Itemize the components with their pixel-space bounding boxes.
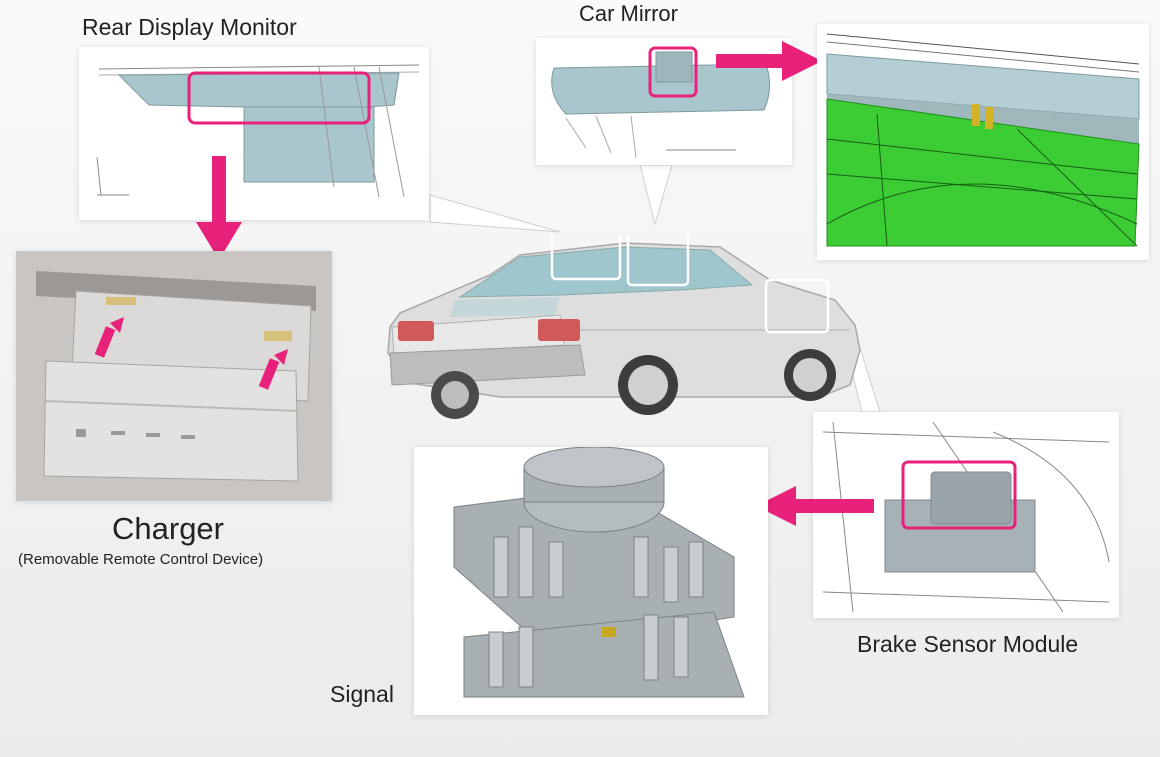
brake-sensor-module-label: Brake Sensor Module: [857, 631, 1079, 657]
arrow-icon: [716, 41, 822, 81]
signal-label: Signal: [330, 681, 394, 707]
car-mirror-label: Car Mirror: [579, 1, 678, 26]
charger-panel: [16, 251, 332, 501]
signal-panel: [414, 447, 768, 715]
mirror-callout: [639, 164, 673, 226]
brake-sensor-panel: [813, 412, 1119, 618]
car-illustration: [380, 235, 870, 435]
charger-label: Charger: [112, 511, 224, 546]
arrow-icon: [756, 486, 874, 526]
rear-monitor-callout: [429, 194, 561, 233]
arrow-icon: [196, 156, 242, 260]
mirror-bracket-panel: [817, 24, 1149, 260]
rear-display-monitor-panel: [79, 47, 429, 220]
rear-display-monitor-label: Rear Display Monitor: [82, 14, 297, 40]
charger-subtitle: (Removable Remote Control Device): [18, 551, 264, 568]
